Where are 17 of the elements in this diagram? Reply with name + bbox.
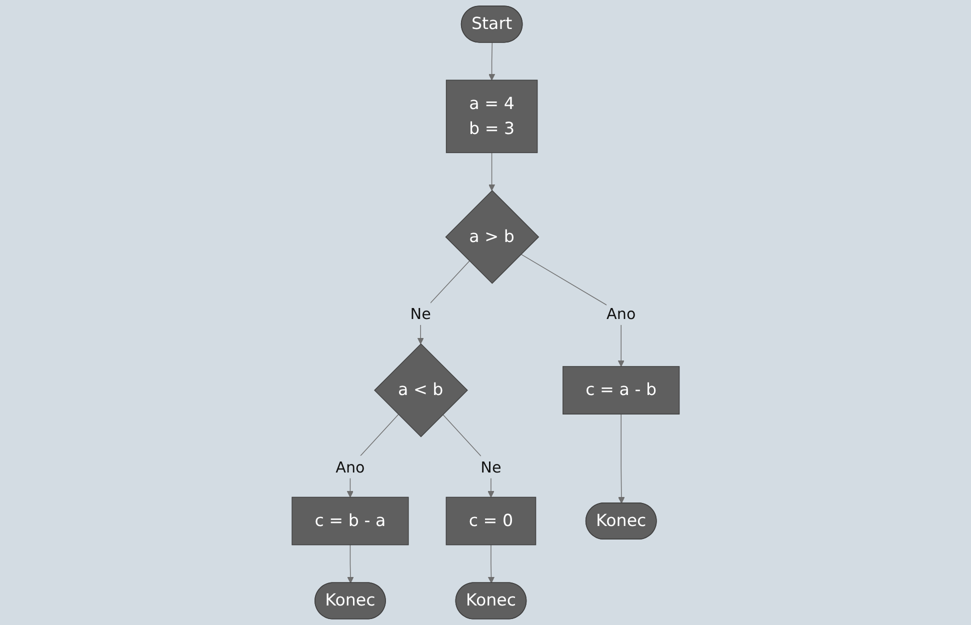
edge-label: Ne — [410, 304, 431, 323]
arrow — [346, 544, 354, 584]
arrow — [488, 544, 494, 584]
node-box: c = 0 — [446, 496, 536, 546]
edge-label: Ano — [335, 458, 365, 476]
arrow — [488, 42, 495, 80]
node-diamond: a > b — [445, 190, 539, 284]
node-box: a = 4 b = 3 — [446, 80, 538, 154]
arrow — [618, 414, 625, 504]
arrow — [442, 414, 494, 498]
edge-label: Ne — [480, 458, 502, 476]
arrow — [488, 152, 495, 191]
node-box: c = a - b — [562, 366, 680, 414]
edge-label: Ano — [606, 304, 636, 323]
node-diamond: a < b — [374, 343, 468, 438]
arrow — [417, 260, 470, 344]
node-box: c = b - a — [292, 496, 409, 546]
